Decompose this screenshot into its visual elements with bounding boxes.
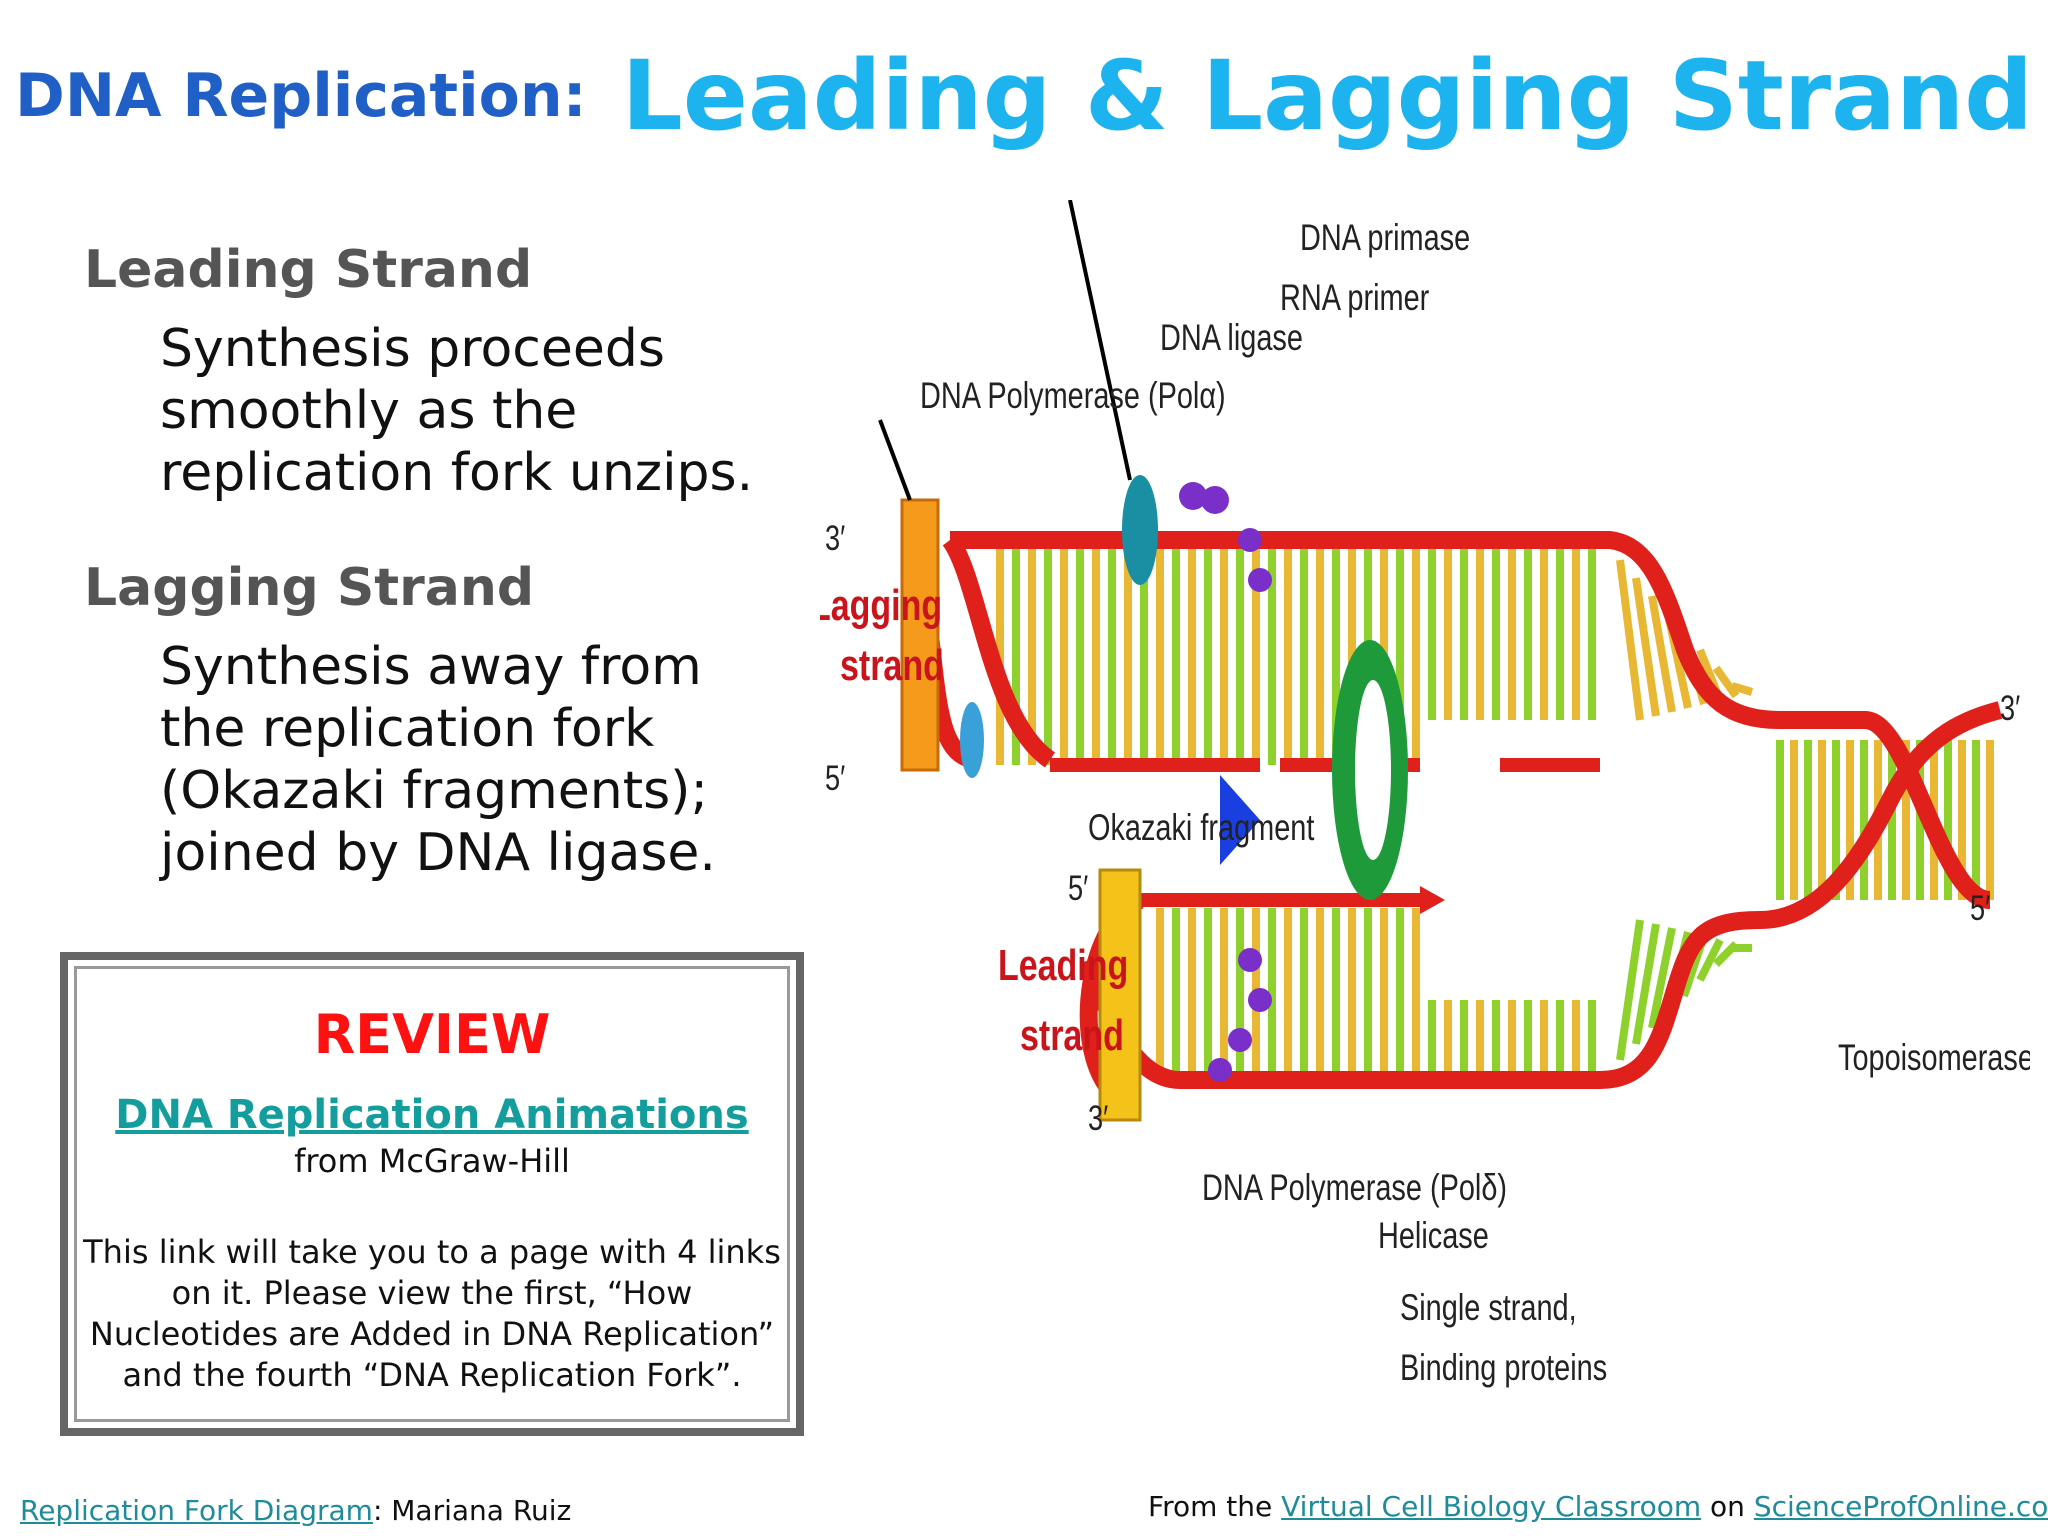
base-pair-rung xyxy=(1632,923,1660,1045)
helicase xyxy=(1220,775,1260,865)
lagging-strand-label-line2: strand xyxy=(840,641,944,690)
review-description: This link will take you to a page with 4… xyxy=(83,1233,781,1394)
helicase-label: Helicase xyxy=(1378,1216,1489,1257)
ssb-label-line1: Single strand, xyxy=(1400,1288,1577,1329)
leading-3-prime-label: 3′ xyxy=(1088,1099,1108,1138)
dna-polymerase-delta xyxy=(1098,868,1142,1122)
topoisomerase-label: Topoisomerase xyxy=(1838,1038,2030,1079)
credit-author: : Mariana Ruiz xyxy=(372,1494,572,1527)
rna-primer-label: RNA primer xyxy=(1280,278,1429,319)
lagging-strand-text: Synthesis away from the replication fork… xyxy=(160,637,716,883)
base-pair-rung xyxy=(1616,919,1644,1061)
parent-helix-backbone-b xyxy=(1759,701,2003,929)
dna-polymerase-delta-label: DNA Polymerase (Polδ) xyxy=(1202,1168,1507,1209)
footer-credit: Replication Fork Diagram: Mariana Ruiz xyxy=(20,1494,571,1527)
leading-strand-label-line1: Leading xyxy=(998,941,1128,990)
lagging-helix-backbone-a xyxy=(942,534,1056,768)
ssb-label-line2: Binding proteins xyxy=(1400,1348,1607,1389)
base-pair-rung xyxy=(1730,682,1754,696)
leading-strand-heading: Leading Strand xyxy=(84,240,533,300)
review-box: REVIEW DNA Replication Animations from M… xyxy=(60,952,804,1436)
strand-backbones xyxy=(911,531,2003,1096)
base-pair-rung xyxy=(1648,927,1676,1029)
leading-strand-label-line2: strand xyxy=(1020,1011,1124,1060)
right-5-prime-label: 5′ xyxy=(1970,889,1990,928)
leading-template-strand xyxy=(1180,911,1761,1089)
classroom-link[interactable]: Virtual Cell Biology Classroom xyxy=(1281,1490,1702,1523)
parent-helix-backbone-a xyxy=(1863,711,1992,909)
base-pair-rung xyxy=(1632,577,1660,717)
leading-5-prime-label: 5′ xyxy=(1068,869,1088,908)
topoisomerase-hole xyxy=(1355,680,1391,860)
title-main: Leading & Lagging Strand xyxy=(621,40,2033,152)
dna-polymerase-alpha-label: DNA Polymerase (Polα) xyxy=(920,376,1226,417)
review-source: from McGraw-Hill xyxy=(294,1142,570,1180)
lagging-strand-heading: Lagging Strand xyxy=(84,558,535,618)
on-text: on xyxy=(1710,1490,1745,1523)
dna-ligase-label: DNA ligase xyxy=(1160,318,1303,359)
base-pair-rung xyxy=(1696,938,1724,982)
replication-fork-diagram-link[interactable]: Replication Fork Diagram xyxy=(20,1494,373,1527)
dna-primase-label: DNA primase xyxy=(1300,218,1470,259)
leading-strand-arrow xyxy=(1420,886,1445,914)
review-inner: REVIEW DNA Replication Animations from M… xyxy=(74,966,790,1422)
review-animations-link[interactable]: DNA Replication Animations xyxy=(115,1092,749,1138)
dna-primase xyxy=(1122,475,1158,585)
lagging-strand-label-line1: Lagging xyxy=(820,581,942,630)
lagging-5-prime-label: 5′ xyxy=(825,759,845,798)
review-title: REVIEW xyxy=(313,1003,551,1066)
from-the-text: From the xyxy=(1148,1490,1273,1523)
base-pair-rung xyxy=(1616,559,1644,721)
dna-polymerase-alpha xyxy=(900,498,940,772)
lagging-template-strand xyxy=(950,531,1865,729)
right-3-prime-label: 3′ xyxy=(2000,689,2020,728)
lagging-3-prime-label: 3′ xyxy=(825,519,845,558)
site-link[interactable]: ScienceProfOnline.com xyxy=(1753,1490,2048,1523)
dna-ligase xyxy=(960,702,984,778)
base-pair-rung xyxy=(1648,595,1676,713)
page-title: DNA Replication: Leading & Lagging Stran… xyxy=(0,40,2048,152)
ssb-proteins xyxy=(1179,482,1272,1082)
title-prefix: DNA Replication: xyxy=(15,61,587,131)
leading-strand-text: Synthesis proceeds smoothly as the repli… xyxy=(160,319,754,503)
footer-source: From the Virtual Cell Biology Classroom … xyxy=(1148,1490,2048,1523)
label-pointers xyxy=(878,200,1132,501)
base-pair-rung xyxy=(1712,665,1740,699)
okazaki-fragment-label: Okazaki fragment xyxy=(1088,808,1315,849)
